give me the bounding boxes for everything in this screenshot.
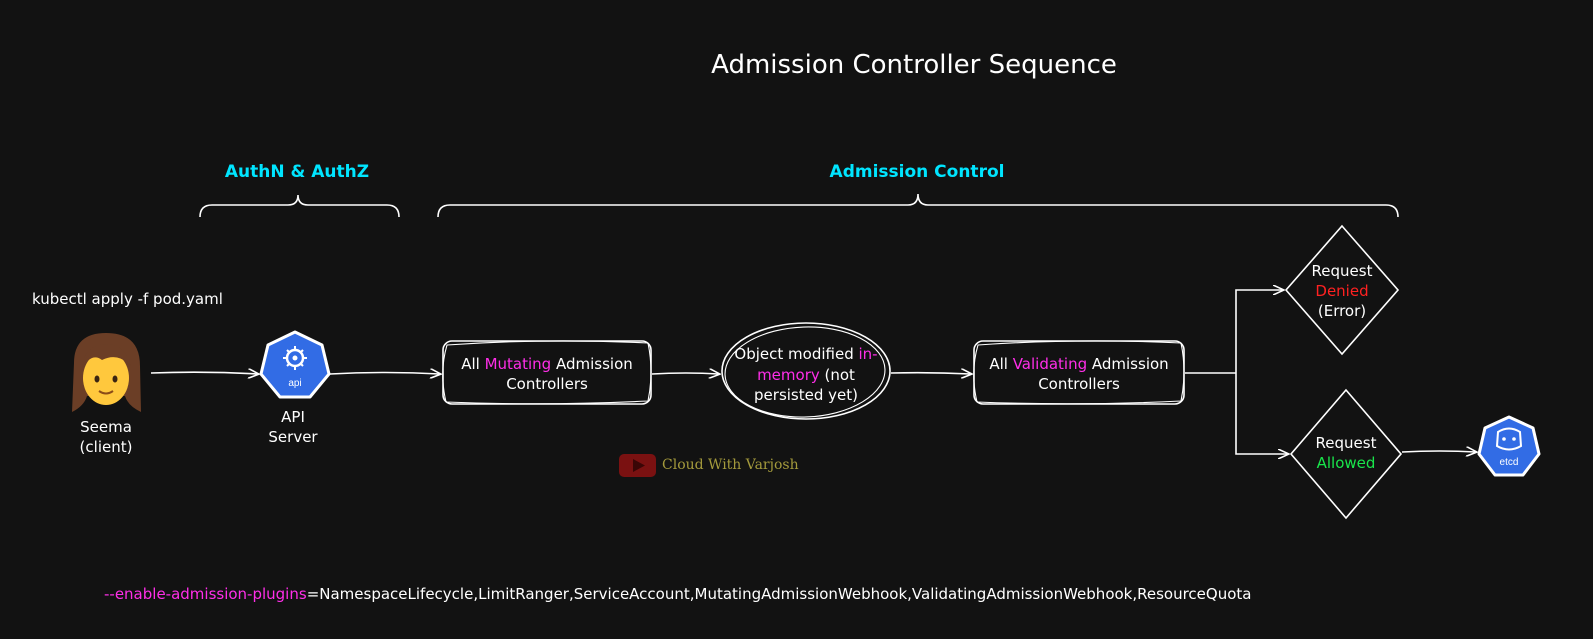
admission-brace (437, 193, 1399, 218)
flow-arrows (150, 290, 1476, 454)
object-modified-ellipse (721, 322, 891, 420)
arrow-branch-to-allowed (1235, 373, 1288, 454)
api-server-label-line1: API (281, 408, 305, 426)
woman-emoji-icon (72, 333, 141, 412)
admission-plugins-line: --enable-admission-plugins=NamespaceLife… (104, 585, 1251, 603)
api-server-label-line2: Server (268, 428, 318, 446)
kubectl-command: kubectl apply -f pod.yaml (32, 290, 223, 308)
api-logo-text: api (288, 378, 301, 389)
arrow-api-to-mutating (329, 373, 440, 375)
arrow-object-to-validating (890, 373, 971, 374)
validating-controllers-box (973, 340, 1185, 405)
admission-control-label: Admission Control (829, 162, 1005, 182)
object-modified-line1: Object modified in- (734, 345, 877, 363)
request-denied-diamond (1284, 224, 1400, 356)
mutating-pre: All (461, 355, 485, 373)
validating-post: Admission (1087, 355, 1169, 373)
object-modified-highlight2: memory (757, 366, 820, 384)
object-modified-pre: Object modified (734, 345, 859, 363)
mutating-controllers-box (442, 340, 652, 405)
allowed-line1: Request (1315, 434, 1377, 452)
etcd-icon: etcd (1477, 415, 1541, 477)
plugins-value: =NamespaceLifecycle,LimitRanger,ServiceA… (306, 585, 1252, 603)
denied-line1: Request (1311, 262, 1373, 280)
kubernetes-api-icon: api (259, 330, 331, 399)
client-role: (client) (79, 438, 133, 456)
denied-error: (Error) (1317, 302, 1367, 320)
mutating-highlight: Mutating (484, 355, 552, 373)
watermark-text: Cloud With Varjosh (662, 457, 799, 473)
authn-authz-label: AuthN & AuthZ (224, 162, 370, 182)
object-modified-line3: persisted yet) (754, 386, 858, 404)
request-allowed-diamond (1289, 388, 1403, 520)
plugins-flag: --enable-admission-plugins (104, 585, 307, 603)
diagram-title: Admission Controller Sequence (711, 50, 1117, 80)
mutating-line2: Controllers (506, 375, 588, 393)
object-modified-line2: memory (not (757, 366, 855, 384)
arrow-branch-to-denied (1235, 290, 1283, 373)
validating-pre: All (989, 355, 1013, 373)
mutating-line1: All Mutating Admission (461, 355, 633, 373)
validating-line2: Controllers (1038, 375, 1120, 393)
mutating-post: Admission (551, 355, 633, 373)
allowed-status: Allowed (1316, 454, 1376, 472)
youtube-icon (619, 454, 656, 477)
client-name: Seema (80, 418, 132, 436)
arrow-client-to-api (150, 372, 258, 374)
etcd-logo-text: etcd (1500, 457, 1519, 468)
denied-status: Denied (1315, 282, 1369, 300)
authn-brace (199, 194, 400, 218)
object-modified-post: (not (819, 366, 855, 384)
arrow-mutating-to-object (651, 373, 719, 374)
validating-line1: All Validating Admission (989, 355, 1168, 373)
object-modified-highlight1: in- (858, 345, 878, 363)
arrow-allowed-to-etcd (1401, 451, 1476, 452)
validating-highlight: Validating (1012, 355, 1088, 373)
